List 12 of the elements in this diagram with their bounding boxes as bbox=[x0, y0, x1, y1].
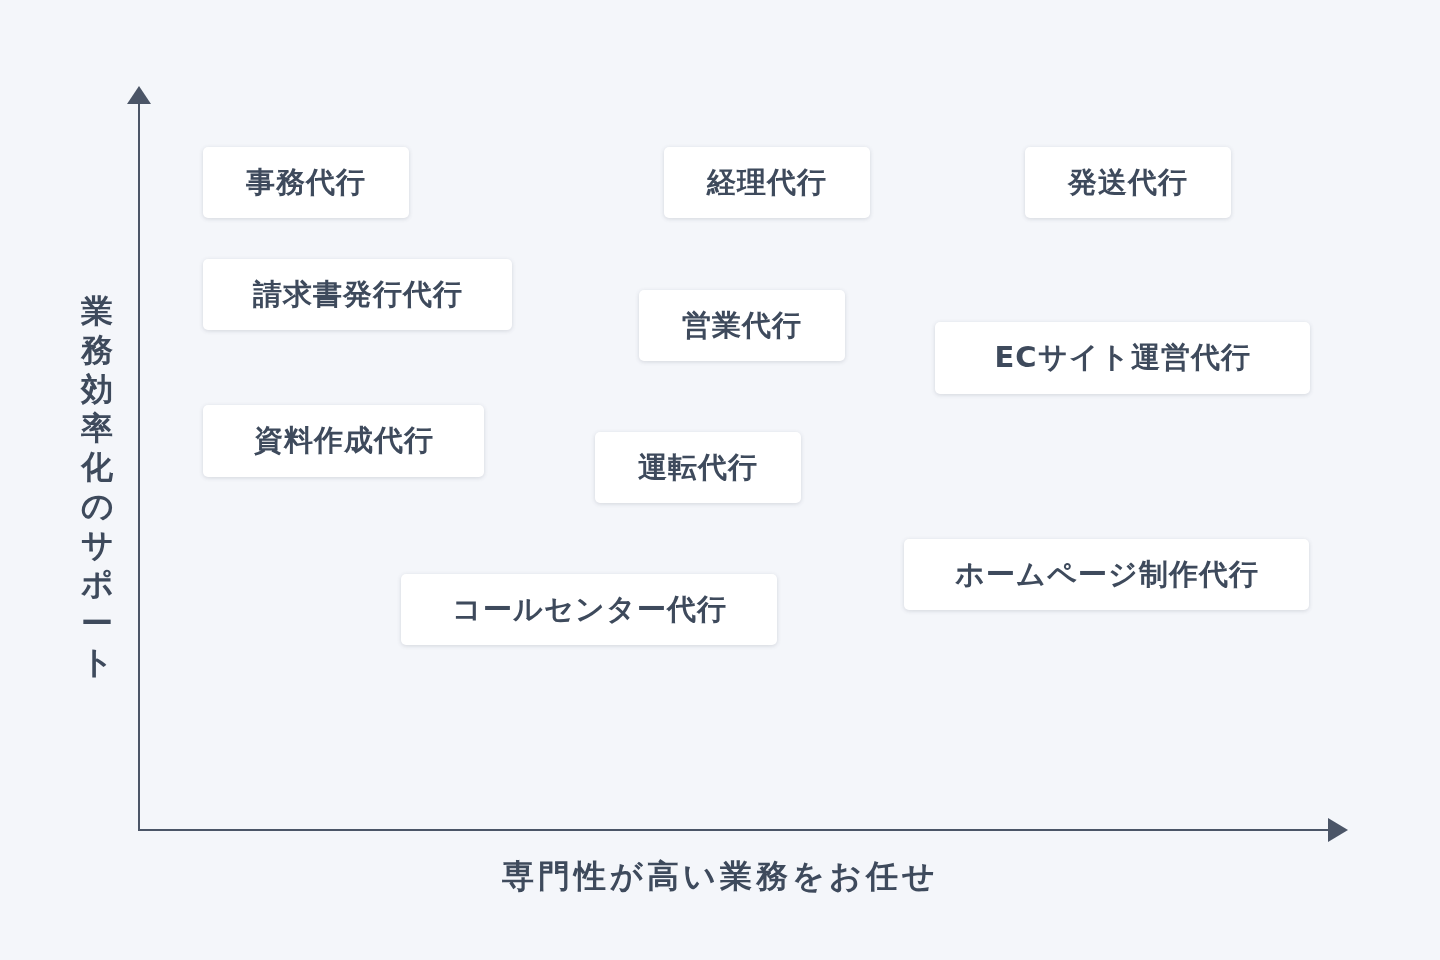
service-box: ECサイト運営代行 bbox=[935, 322, 1310, 394]
service-box: 請求書発行代行 bbox=[203, 259, 512, 330]
axis-label: 専門性が高い業務をお任せ bbox=[501, 856, 939, 897]
service-box: コールセンター代行 bbox=[401, 574, 777, 645]
service-box: 資料作成代行 bbox=[203, 405, 484, 477]
service-box: ホームページ制作代行 bbox=[904, 539, 1309, 610]
service-box: 発送代行 bbox=[1025, 147, 1231, 218]
service-box: 運転代行 bbox=[595, 432, 801, 503]
service-box: 営業代行 bbox=[639, 290, 845, 361]
service-box: 事務代行 bbox=[203, 147, 409, 218]
axis-label: 業務効率化のサポート bbox=[80, 292, 114, 682]
service-box: 経理代行 bbox=[664, 147, 870, 218]
